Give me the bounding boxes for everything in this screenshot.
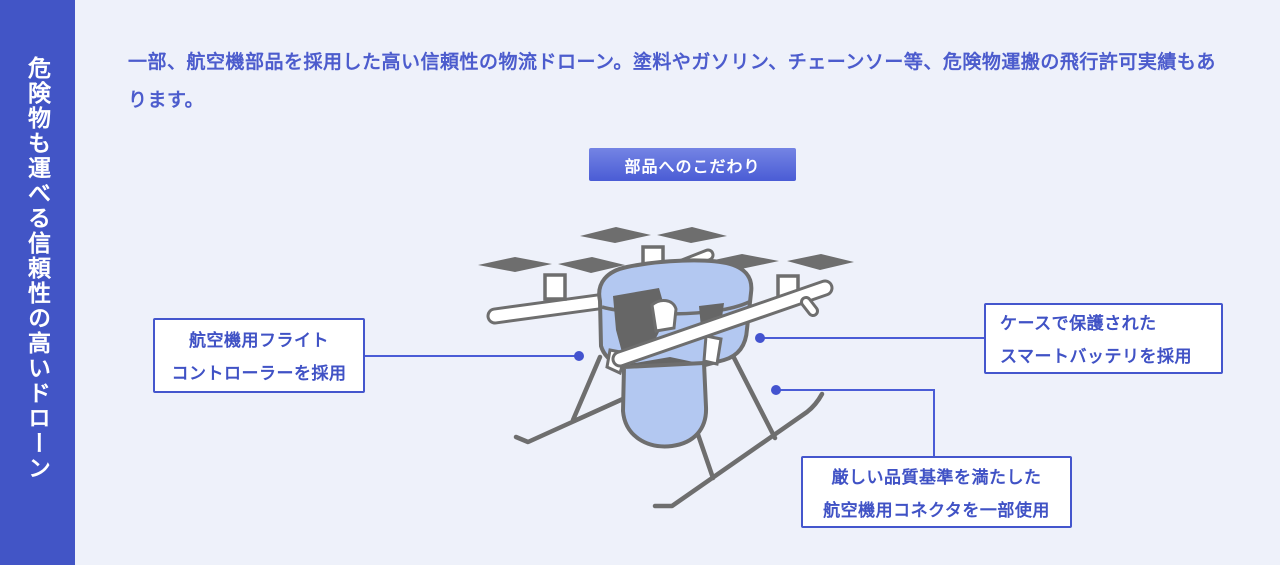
connector-line-flight-controller [365, 355, 579, 357]
connector-line-connector-vertical [933, 389, 935, 456]
parts-commitment-badge: 部品へのこだわり [589, 148, 796, 181]
connector-dot-flight-controller [574, 351, 584, 361]
drone-landing-gear [513, 347, 825, 509]
connector-line-smart-battery [760, 337, 984, 339]
intro-paragraph: 一部、航空機部品を採用した高い信頼性の物流ドローン。塗料やガソリン、チェーンソー… [128, 52, 1216, 111]
section-side-banner: 危険物も運べる信頼性の高いドローン [0, 0, 75, 565]
section-vertical-title: 危険物も運べる信頼性の高いドローン [24, 56, 51, 481]
callout-flight-controller-line1: 航空機用フライト [189, 331, 329, 350]
callout-smart-battery-line1: ケースで保護された [1000, 314, 1157, 333]
callout-connector: 厳しい品質基準を満たした 航空機用コネクタを一部使用 [801, 456, 1072, 528]
callout-connector-line2: 航空機用コネクタを一部使用 [823, 501, 1050, 520]
callout-smart-battery: ケースで保護された スマートバッテリを採用 [984, 303, 1223, 374]
drone-front-arm [611, 279, 834, 368]
callout-connector-line1: 厳しい品質基準を満たした [831, 468, 1042, 487]
connector-dot-smart-battery [755, 333, 765, 343]
drone-cargo-pod [621, 361, 709, 449]
drone-illustration [478, 227, 854, 509]
callout-flight-controller: 航空機用フライト コントローラーを採用 [153, 318, 365, 393]
callout-flight-controller-line2: コントローラーを採用 [171, 364, 347, 383]
callout-smart-battery-line2: スマートバッテリを採用 [1000, 347, 1192, 366]
connector-line-connector-horizontal [776, 389, 935, 391]
connector-dot-connector [771, 385, 781, 395]
